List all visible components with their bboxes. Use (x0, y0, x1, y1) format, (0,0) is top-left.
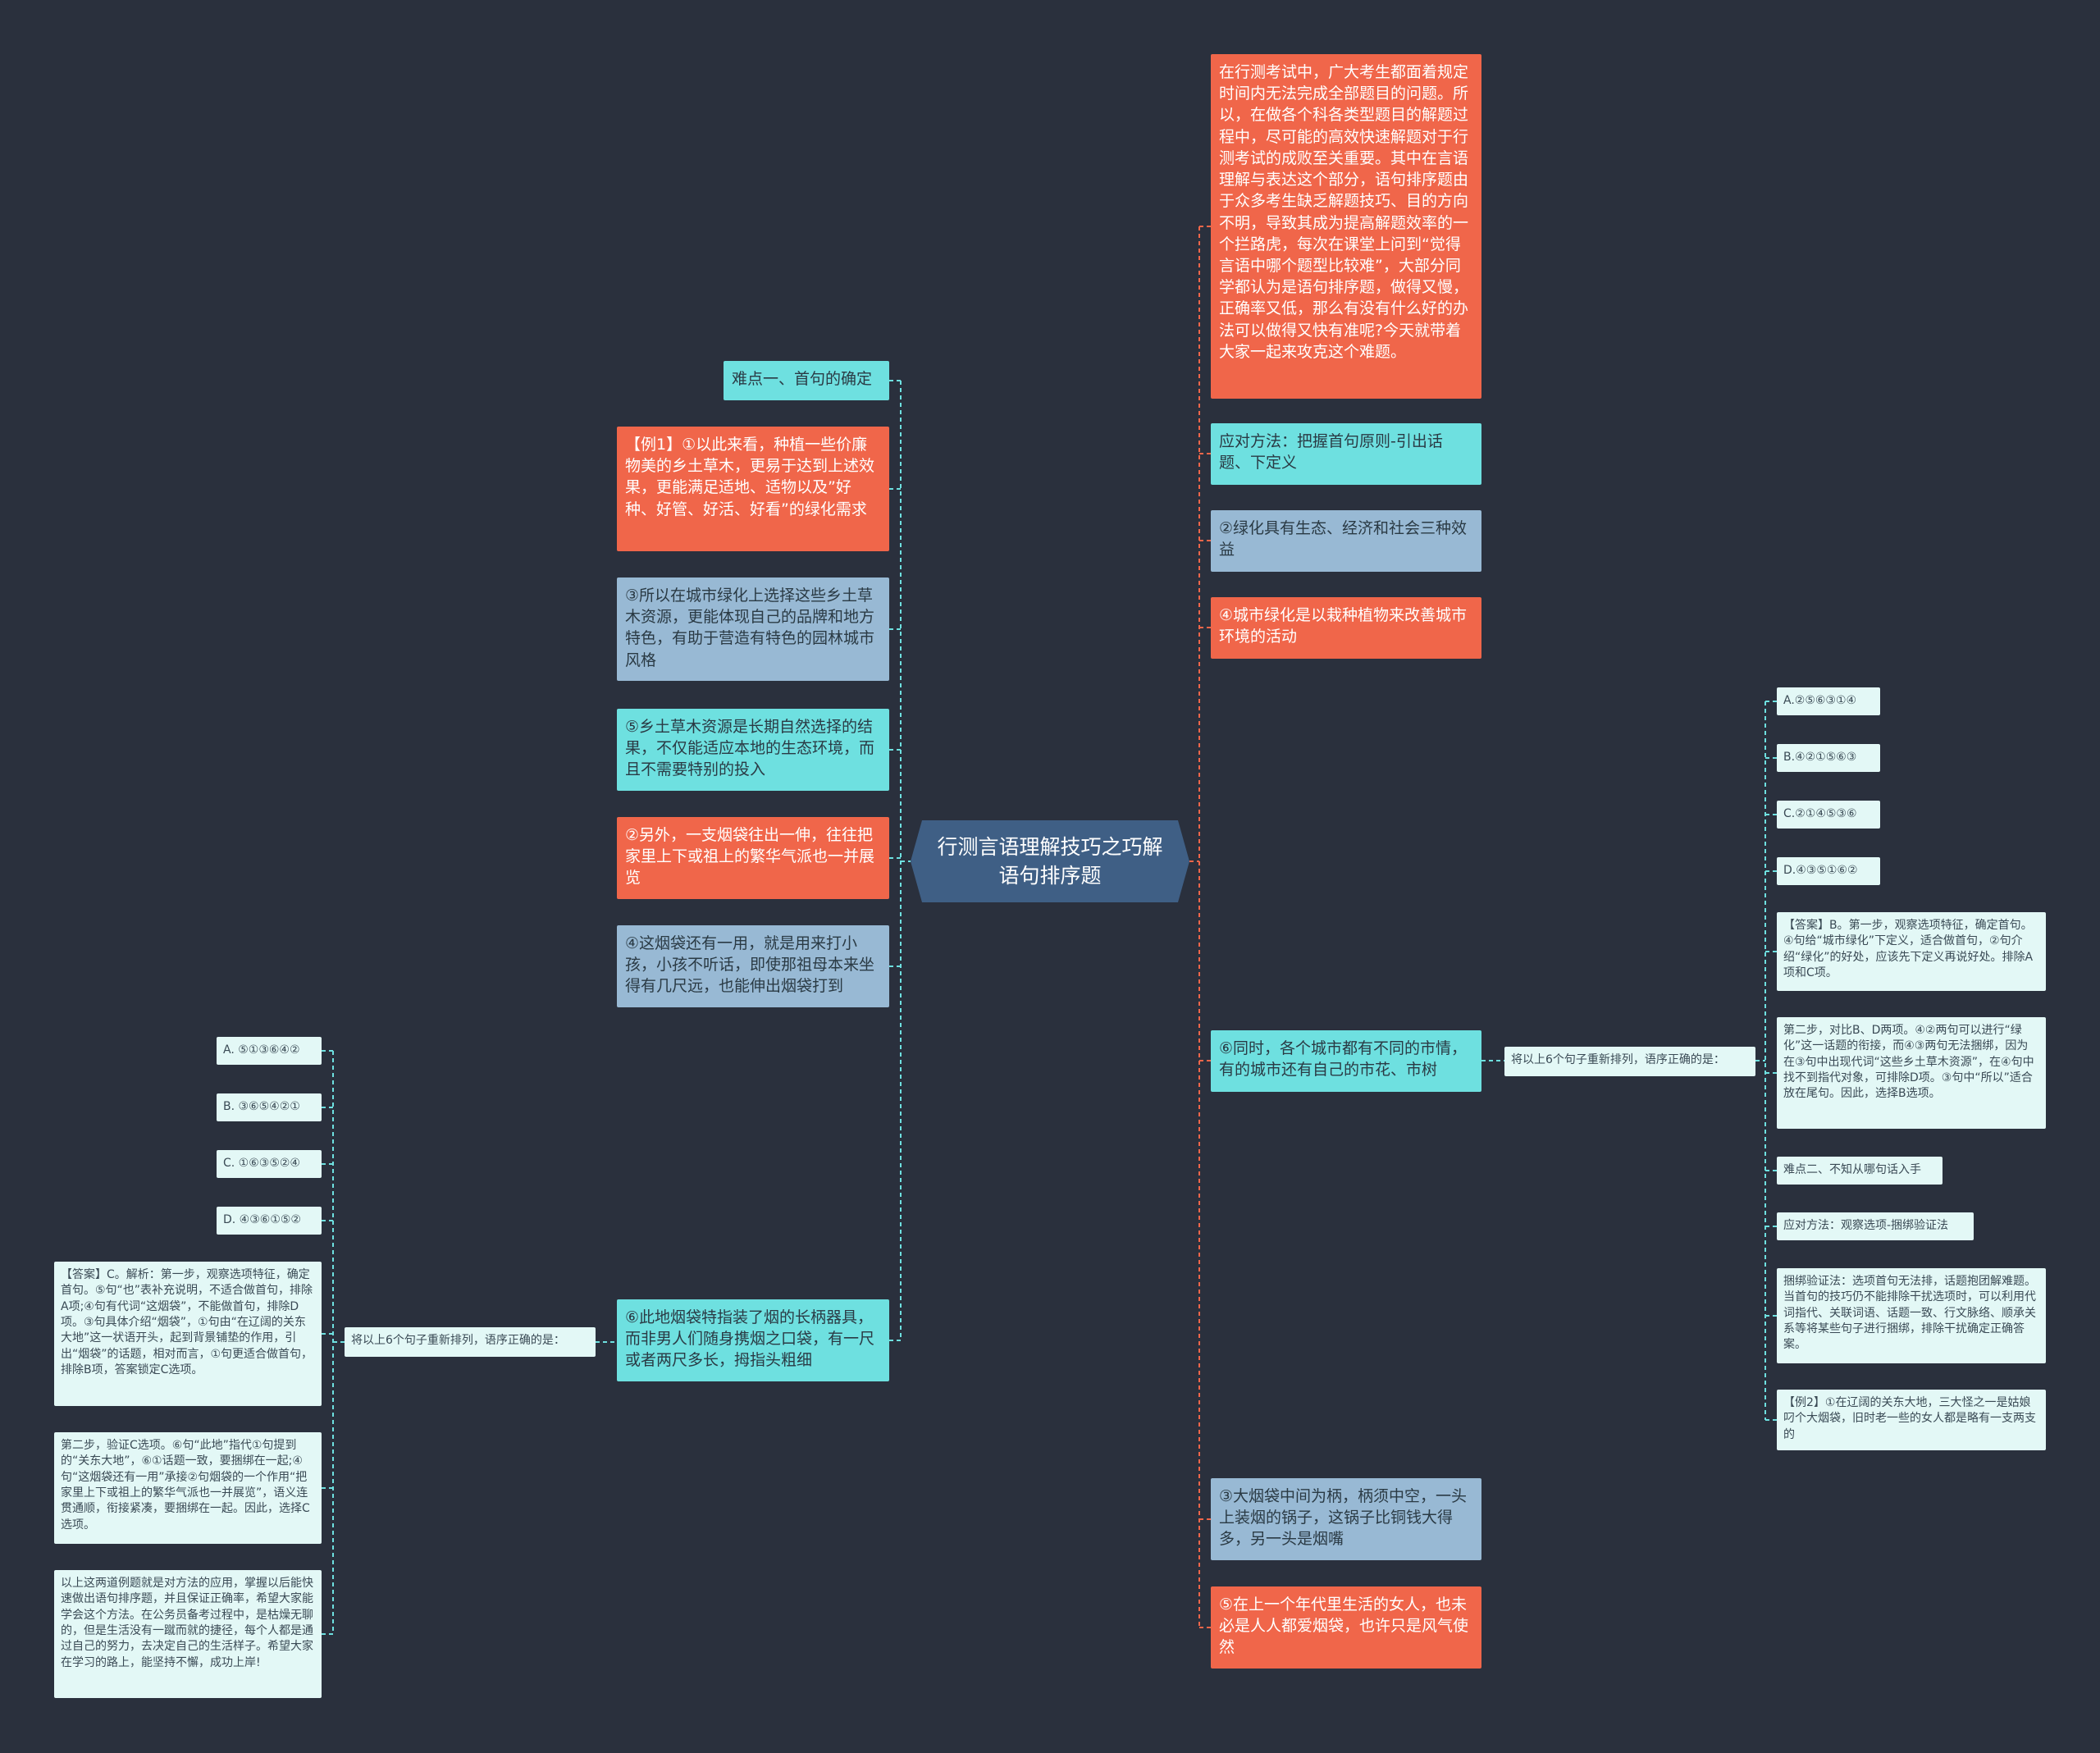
q1-step-2[interactable]: 第二步，对比B、D两项。④②两句可以进行“绿化”这一话题的衔接，而④③两句无法捆… (1777, 1017, 2046, 1129)
sentence-2-greening[interactable]: ②绿化具有生态、经济和社会三种效益 (1211, 510, 1481, 572)
q1-answer[interactable]: 【答案】B。第一步，观察选项特征，确定首句。④句给“城市绿化”下定义，适合做首句… (1777, 912, 2046, 991)
q2-option-b[interactable]: B. ③⑥⑤④②① (217, 1093, 322, 1121)
q2-option-a[interactable]: A. ⑤①③⑥④② (217, 1037, 322, 1065)
sentence-6-city[interactable]: ⑥同时，各个城市都有不同的市情，有的城市还有自己的市花、市树 (1211, 1030, 1481, 1092)
binding-method-note[interactable]: 捆绑验证法：选项首句无法排，话题抱团解难题。当首句的技巧仍不能排除干扰选项时，可… (1777, 1268, 2046, 1363)
q1-option-d[interactable]: D.④③⑤①⑥② (1777, 857, 1880, 885)
sentence-3-pipe[interactable]: ③大烟袋中间为柄，柄须中空，一头上装烟的锅子，这锅子比铜钱大得多，另一头是烟嘴 (1211, 1478, 1481, 1560)
sentence-6-pipe[interactable]: ⑥此地烟袋特指装了烟的长柄器具，而非男人们随身携烟之口袋，有一尺或者两尺多长，拇… (617, 1299, 889, 1381)
q1-option-b[interactable]: B.④②①⑤⑥③ (1777, 744, 1880, 772)
q1-option-c[interactable]: C.②①④⑤③⑥ (1777, 801, 1880, 829)
summary-note[interactable]: 以上这两道例题就是对方法的应用，掌握以后能快速做出语句排序题，并且保证正确率，希… (54, 1570, 322, 1698)
method-1-node[interactable]: 应对方法：把握首句原则-引出话题、下定义 (1211, 423, 1481, 485)
question-2-label[interactable]: 将以上6个句子重新排列，语序正确的是： (345, 1327, 596, 1357)
difficulty-2-node[interactable]: 难点二、不知从哪句话入手 (1777, 1157, 1942, 1185)
q1-option-a[interactable]: A.②⑤⑥③①④ (1777, 687, 1880, 715)
sentence-4-pipe[interactable]: ④这烟袋还有一用，就是用来打小孩，小孩不听话，即使那祖母本来坐得有几尺远，也能伸… (617, 925, 889, 1007)
difficulty-1-node[interactable]: 难点一、首句的确定 (724, 361, 889, 400)
intro-note[interactable]: 在行测考试中，广大考生都面着规定时间内无法完成全部题目的问题。所以，在做各个科各… (1211, 54, 1481, 399)
q2-answer[interactable]: 【答案】C。解析：第一步，观察选项特征，确定首句。⑤句“也”表补充说明，不适合做… (54, 1262, 322, 1406)
method-2-node[interactable]: 应对方法：观察选项-捆绑验证法 (1777, 1212, 1974, 1240)
root-topic[interactable]: 行测言语理解技巧之巧解语句排序题 (911, 820, 1189, 902)
q2-step-2[interactable]: 第二步，验证C选项。⑥句“此地”指代①句提到的“关东大地”，⑥①话题一致，要捆绑… (54, 1432, 322, 1544)
sentence-2-pipe[interactable]: ②另外，一支烟袋往出一伸，往往把家里上下或祖上的繁华气派也一并展览 (617, 817, 889, 899)
q2-option-d[interactable]: D. ④③⑥①⑤② (217, 1207, 322, 1235)
root-topic-label: 行测言语理解技巧之巧解语句排序题 (937, 835, 1163, 888)
sentence-5-greening[interactable]: ⑤乡土草木资源是长期自然选择的结果，不仅能适应本地的生态环境，而且不需要特别的投… (617, 709, 889, 791)
sentence-4-greening[interactable]: ④城市绿化是以栽种植物来改善城市环境的活动 (1211, 597, 1481, 659)
example-1-node[interactable]: 【例1】①以此来看，种植一些价廉物美的乡土草木，更易于达到上述效果，更能满足适地… (617, 427, 889, 551)
sentence-5-pipe[interactable]: ⑤在上一个年代里生活的女人，也未必是人人都爱烟袋，也许只是风气使然 (1211, 1586, 1481, 1669)
sentence-3-greening[interactable]: ③所以在城市绿化上选择这些乡土草木资源，更能体现自己的品牌和地方特色，有助于营造… (617, 577, 889, 681)
q2-option-c[interactable]: C. ①⑥③⑤②④ (217, 1150, 322, 1178)
question-1-label[interactable]: 将以上6个句子重新排列，语序正确的是： (1504, 1047, 1755, 1076)
example-2-node[interactable]: 【例2】①在辽阔的关东大地，三大怪之一是姑娘叼个大烟袋，旧时老一些的女人都是略有… (1777, 1390, 2046, 1450)
